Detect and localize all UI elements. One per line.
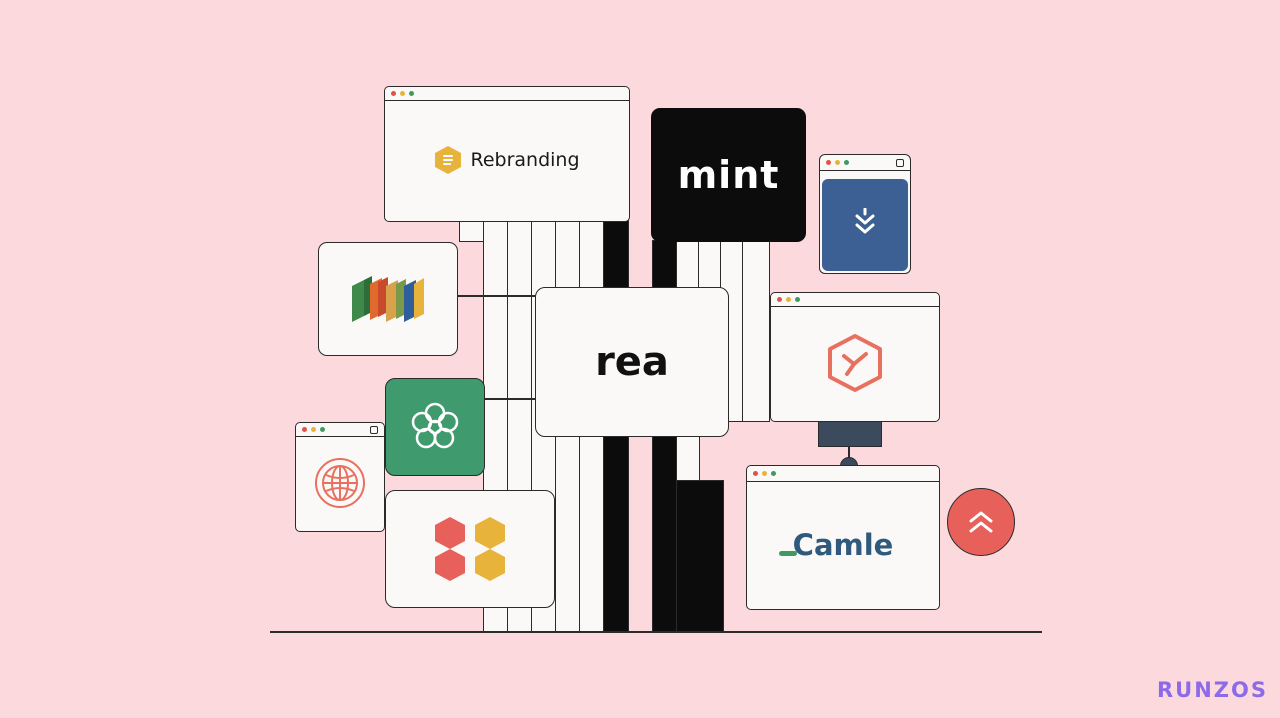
mint-wordmark: mint [677,153,780,197]
connector-stem [848,447,850,459]
close-dot-icon [777,297,782,302]
hexagon-logo-icon [828,334,882,392]
minimize-dot-icon [400,91,405,96]
double-chevron-up-icon [969,511,993,533]
flower-logo-icon [411,402,459,449]
window-titlebar [820,155,910,171]
maximize-dot-icon [844,160,849,165]
bar [676,480,724,632]
window-titlebar [385,87,629,101]
rebranding-window[interactable]: Rebranding [384,86,630,222]
minimize-dot-icon [786,297,791,302]
blue-app-window[interactable] [819,154,911,274]
window-titlebar [771,293,939,307]
lock-icon [896,158,904,167]
camle-swoosh [779,551,797,556]
rebranding-wordmark: Rebranding [470,149,580,171]
colorful-blocks-logo-icon [352,276,424,322]
double-chevron-down-icon [855,208,875,234]
honeycomb-logo-icon [435,517,505,581]
coral-badge[interactable] [947,488,1015,556]
colorful-blocks-card[interactable] [318,242,458,356]
bar [742,240,770,422]
maximize-dot-icon [320,427,325,432]
hexagon-logo-window[interactable] [770,292,940,422]
minimize-dot-icon [311,427,316,432]
rebranding-logo-icon [435,146,462,174]
close-dot-icon [753,471,758,476]
camle-window[interactable]: Camle [746,465,940,610]
rea-card[interactable]: rea [535,287,729,437]
flower-card[interactable] [385,378,485,476]
lock-icon [370,425,378,434]
maximize-dot-icon [795,297,800,302]
runzos-watermark: RUNZOS [1156,678,1268,702]
rea-wordmark: rea [595,339,669,385]
connector-line [484,398,536,400]
maximize-dot-icon [771,471,776,476]
close-dot-icon [302,427,307,432]
bar [459,218,485,242]
close-dot-icon [391,91,396,96]
connector-block [818,421,882,447]
minimize-dot-icon [762,471,767,476]
window-titlebar [747,466,939,482]
minimize-dot-icon [835,160,840,165]
window-titlebar [296,423,384,437]
honeycomb-card[interactable] [385,490,555,608]
globe-pattern-logo-icon [315,458,365,508]
globe-logo-window[interactable] [295,422,385,532]
close-dot-icon [826,160,831,165]
connector-line [456,295,536,297]
mint-card[interactable]: mint [651,108,806,242]
camle-wordmark: Camle [792,528,894,562]
maximize-dot-icon [409,91,414,96]
